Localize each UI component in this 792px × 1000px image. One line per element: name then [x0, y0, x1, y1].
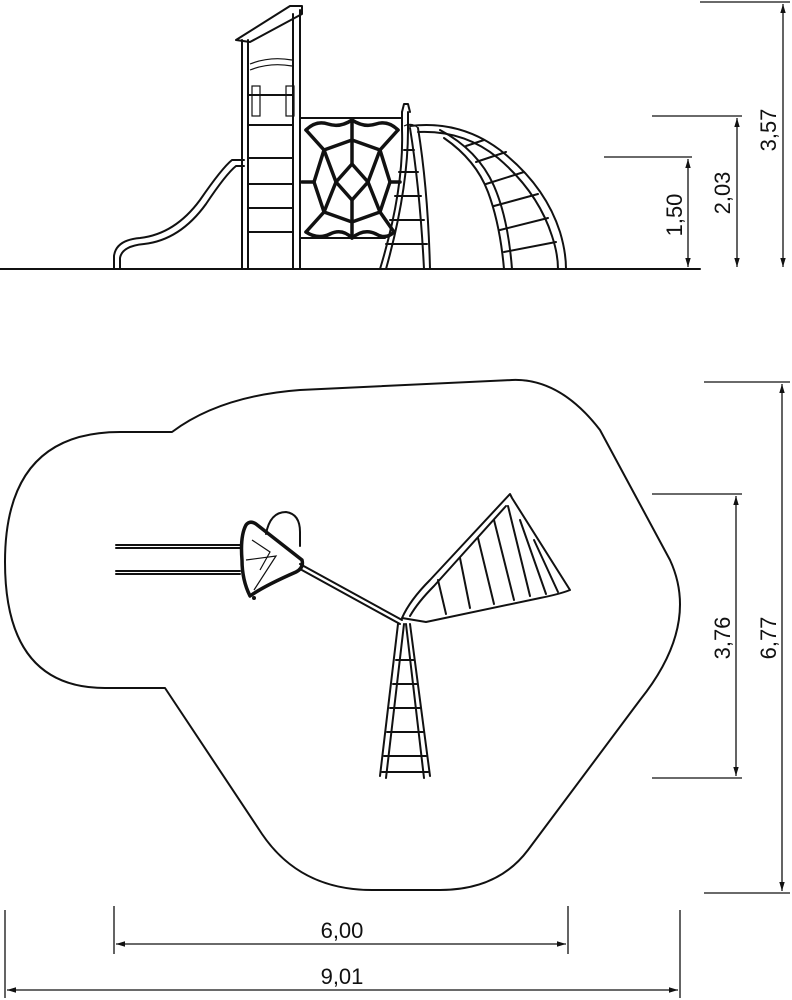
- slide-plan: [115, 544, 241, 575]
- equipment-width-label: 6,00: [321, 918, 364, 943]
- plan-view: 3,76 6,77 6,00 9,01: [4, 378, 790, 998]
- arch-climber-plan: [401, 493, 571, 623]
- height-platform-label: 1,50: [662, 194, 687, 237]
- plan-width-dimensions: 6,00 9,01: [4, 906, 681, 998]
- height-mid-label: 2,03: [710, 172, 735, 215]
- climbing-net-elevation: [299, 117, 403, 240]
- tower-elevation: [235, 5, 303, 270]
- height-dimensions: 1,50 2,03 3,57: [604, 1, 790, 267]
- arch-climber-elevation: [409, 124, 567, 270]
- elevation-view: 1,50 2,03 3,57: [0, 1, 790, 270]
- equipment-depth-label: 3,76: [710, 617, 735, 660]
- safety-depth-label: 6,77: [756, 617, 781, 660]
- slide-elevation: [113, 159, 245, 270]
- ladder-plan: [379, 623, 431, 779]
- tower-plan: [239, 511, 305, 600]
- safety-zone-outline: [4, 378, 681, 891]
- ladder-elevation: [379, 103, 431, 270]
- height-total-label: 3,57: [756, 109, 781, 152]
- connector-plan: [299, 563, 403, 625]
- safety-width-label: 9,01: [321, 964, 364, 989]
- plan-depth-dimensions: 3,76 6,77: [652, 381, 790, 894]
